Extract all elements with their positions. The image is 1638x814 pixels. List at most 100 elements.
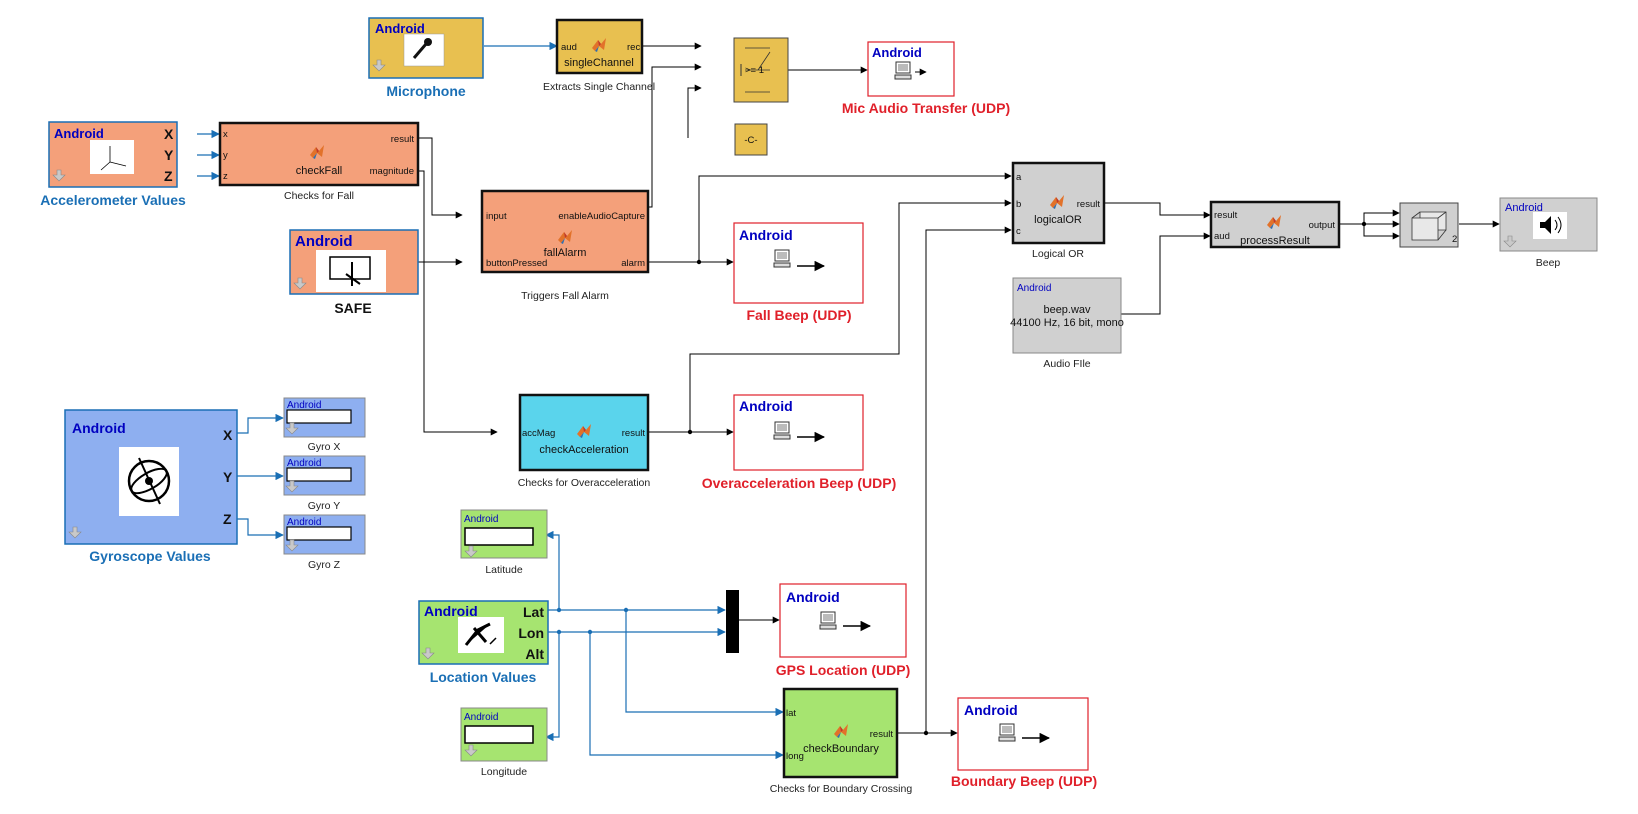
- mic-udp-block[interactable]: Android Mic Audio Transfer (UDP): [842, 41, 1010, 116]
- svg-text:enableAudioCapture: enableAudioCapture: [558, 211, 645, 222]
- switch-block[interactable]: >= 1: [733, 37, 789, 103]
- touch-button-icon: [329, 256, 371, 286]
- process-result-block[interactable]: result aud output processResult: [1209, 200, 1341, 249]
- logical-or-caption: Logical OR: [1032, 248, 1084, 260]
- check-acceleration-block[interactable]: accMag result checkAcceleration Checks f…: [518, 393, 651, 489]
- svg-text:aud: aud: [561, 42, 577, 53]
- svg-text:Lon: Lon: [518, 625, 544, 641]
- gyro-z-display[interactable]: Android Gyro Z: [283, 514, 366, 571]
- beep-caption: Beep: [1536, 257, 1561, 269]
- boundary-beep-label: Boundary Beep (UDP): [951, 773, 1097, 789]
- check-acceleration-caption: Checks for Overacceleration: [518, 477, 651, 489]
- gps-udp-block[interactable]: Android GPS Location (UDP): [776, 583, 911, 678]
- svg-text:checkFall: checkFall: [296, 165, 342, 177]
- svg-text:singleChannel: singleChannel: [564, 57, 634, 69]
- safe-button-block[interactable]: Android SAFE: [289, 229, 419, 316]
- fall-beep-udp-block[interactable]: Android Fall Beep (UDP): [733, 222, 864, 323]
- svg-text:Alt: Alt: [525, 646, 544, 662]
- svg-text:result: result: [870, 729, 894, 740]
- location-block[interactable]: Android Lat Lon Alt Location Values: [418, 600, 549, 685]
- svg-text:Z: Z: [164, 168, 173, 184]
- svg-text:Gyro Y: Gyro Y: [308, 500, 340, 512]
- gyroscope-label: Gyroscope Values: [89, 548, 211, 564]
- svg-text:Android: Android: [464, 514, 498, 525]
- svg-text:beep.wav: beep.wav: [1043, 304, 1091, 316]
- overacceleration-beep-block[interactable]: Android Overacceleration Beep (UDP): [702, 394, 897, 491]
- speaker-icon: [1540, 216, 1562, 234]
- stack-icon: [1411, 211, 1447, 241]
- svg-text:processResult: processResult: [1240, 235, 1310, 247]
- svg-text:accMag: accMag: [522, 428, 555, 439]
- svg-text:z: z: [223, 171, 228, 182]
- svg-text:b: b: [1016, 199, 1021, 210]
- audio-file-caption: Audio FIle: [1043, 358, 1090, 370]
- svg-text:buttonPressed: buttonPressed: [486, 258, 547, 269]
- accelerometer-block[interactable]: Android X Y Z Accelerometer Values: [40, 121, 186, 208]
- boundary-beep-block[interactable]: Android Boundary Beep (UDP): [951, 697, 1097, 789]
- svg-text:Gyro X: Gyro X: [308, 441, 341, 453]
- svg-text:Android: Android: [464, 712, 498, 723]
- svg-text:output: output: [1309, 220, 1336, 231]
- svg-text:c: c: [1016, 226, 1021, 237]
- single-channel-caption: Extracts Single Channel: [543, 81, 655, 93]
- svg-text:Android: Android: [739, 398, 793, 414]
- audio-file-block[interactable]: Android beep.wav 44100 Hz, 16 bit, mono …: [1010, 277, 1124, 370]
- gps-udp-label: GPS Location (UDP): [776, 662, 911, 678]
- location-label: Location Values: [430, 669, 537, 685]
- svg-text:alarm: alarm: [621, 258, 645, 269]
- svg-text:Android: Android: [872, 45, 922, 60]
- check-boundary-caption: Checks for Boundary Crossing: [770, 783, 913, 795]
- svg-text:>= 1: >= 1: [745, 65, 764, 76]
- computer-icon: [894, 61, 912, 80]
- svg-text:Z: Z: [223, 511, 232, 527]
- microphone-label: Microphone: [386, 83, 466, 99]
- svg-text:Longitude: Longitude: [481, 766, 527, 778]
- svg-text:result: result: [391, 134, 415, 145]
- svg-text:Android: Android: [964, 702, 1018, 718]
- accelerometer-label: Accelerometer Values: [40, 192, 186, 208]
- svg-text:X: X: [164, 126, 174, 142]
- single-channel-block[interactable]: aud rec singleChannel Extracts Single Ch…: [543, 18, 655, 93]
- constant-block[interactable]: -C-: [734, 123, 768, 156]
- latitude-display[interactable]: Android Latitude: [460, 509, 548, 576]
- gyro-x-display[interactable]: Android Gyro X: [283, 397, 366, 453]
- svg-text:44100 Hz, 16 bit, mono: 44100 Hz, 16 bit, mono: [1010, 317, 1124, 329]
- svg-text:Android: Android: [375, 21, 425, 36]
- fall-alarm-caption: Triggers Fall Alarm: [521, 290, 609, 302]
- gyroscope-block[interactable]: Android X Y Z Gyroscope Values: [64, 409, 238, 564]
- svg-text:2: 2: [1452, 234, 1457, 245]
- check-boundary-block[interactable]: lat long result checkBoundary Checks for…: [770, 687, 913, 795]
- svg-text:Android: Android: [786, 589, 840, 605]
- svg-text:Y: Y: [223, 469, 233, 485]
- microphone-block[interactable]: Android Microphone: [368, 17, 484, 99]
- svg-text:Y: Y: [164, 147, 174, 163]
- svg-text:Lat: Lat: [523, 604, 544, 620]
- svg-text:result: result: [1077, 199, 1101, 210]
- svg-text:fallAlarm: fallAlarm: [544, 247, 587, 259]
- longitude-display[interactable]: Android Longitude: [460, 707, 548, 778]
- svg-text:checkAcceleration: checkAcceleration: [539, 444, 628, 456]
- satellite-icon: [464, 622, 497, 646]
- check-fall-caption: Checks for Fall: [284, 190, 354, 202]
- svg-text:rec: rec: [627, 42, 640, 53]
- svg-text:y: y: [223, 150, 228, 161]
- svg-text:Android: Android: [739, 227, 793, 243]
- safe-label: SAFE: [334, 300, 371, 316]
- microphone-icon: [412, 38, 432, 59]
- fall-alarm-block[interactable]: input buttonPressed enableAudioCapture a…: [480, 189, 650, 302]
- beep-block[interactable]: Android Beep: [1499, 197, 1598, 269]
- axes-icon: [100, 146, 127, 171]
- repeat-block[interactable]: 2: [1399, 202, 1459, 248]
- svg-text:Android: Android: [287, 458, 321, 469]
- svg-text:result: result: [1214, 210, 1238, 221]
- gyro-y-display[interactable]: Android Gyro Y: [283, 455, 366, 512]
- sensor-signal-lines: [197, 41, 784, 760]
- svg-text:lat: lat: [786, 708, 796, 719]
- svg-text:Android: Android: [424, 603, 478, 619]
- check-fall-block[interactable]: x y z result magnitude checkFall Checks …: [218, 121, 420, 202]
- svg-text:logicalOR: logicalOR: [1034, 214, 1082, 226]
- mux-block[interactable]: [726, 590, 739, 653]
- svg-text:x: x: [223, 129, 228, 140]
- logical-or-block[interactable]: a b c result logicalOR Logical OR: [1011, 161, 1106, 260]
